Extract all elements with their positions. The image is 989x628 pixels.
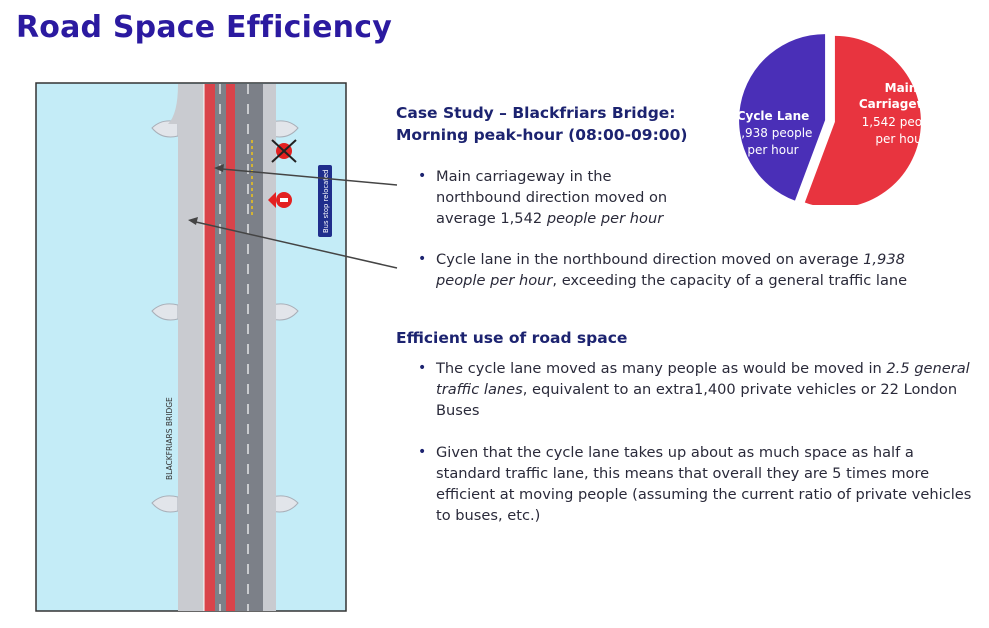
efficient-heading: Efficient use of road space bbox=[396, 329, 628, 347]
footway-right bbox=[262, 84, 276, 611]
cycle-lane-northbound bbox=[204, 84, 215, 611]
bridge-label: BLACKFRIARS BRIDGE bbox=[165, 397, 174, 480]
arrow-main-carriageway bbox=[221, 168, 398, 186]
list-item: Cycle lane in the northbound direction m… bbox=[416, 249, 926, 291]
case-study-heading-line2: Morning peak-hour (08:00-09:00) bbox=[396, 126, 688, 144]
list-item: Main carriageway in the northbound direc… bbox=[416, 166, 696, 229]
pie-value-cycle-lane: 1,938 people bbox=[734, 126, 813, 140]
footway-curve bbox=[168, 84, 178, 124]
pie-slice-cycle-lane bbox=[804, 35, 921, 205]
case-study-heading: Case Study – Blackfriars Bridge: Morning… bbox=[396, 102, 687, 146]
page-title: Road Space Efficiency bbox=[16, 10, 392, 45]
pie-label-main-line2: Carriageway bbox=[859, 97, 943, 111]
bus-stop-new-icon bbox=[268, 192, 292, 208]
bus-stop-old-icon bbox=[271, 139, 297, 163]
pie-value-main: 1,542 people bbox=[862, 115, 941, 129]
list-item: Given that the cycle lane takes up about… bbox=[416, 442, 976, 526]
bus-stop-label: Bus stop relocated bbox=[322, 170, 330, 233]
list-item: The cycle lane moved as many people as w… bbox=[416, 358, 976, 421]
cycle-lane-southbound bbox=[226, 84, 235, 611]
case-study-heading-line1: Case Study – Blackfriars Bridge: bbox=[396, 104, 676, 122]
pie-unit-cycle-lane: per hour bbox=[747, 143, 798, 157]
pie-unit-main: per hour bbox=[875, 132, 926, 146]
footway-left bbox=[178, 84, 208, 611]
pie-label-main-line1: Main bbox=[885, 81, 918, 95]
efficient-bullets: The cycle lane moved as many people as w… bbox=[416, 358, 976, 543]
pie-slice-main-carriageway bbox=[739, 34, 826, 201]
case-study-bullets: Main carriageway in the northbound direc… bbox=[416, 166, 926, 308]
pie-chart: Cycle Lane 1,938 people per hour MainCarria… bbox=[734, 34, 943, 205]
arrow-cycle-lane bbox=[195, 221, 398, 269]
pie-label-cycle-lane: Cycle Lane bbox=[737, 109, 810, 123]
bus-stop-label-box bbox=[318, 165, 332, 237]
